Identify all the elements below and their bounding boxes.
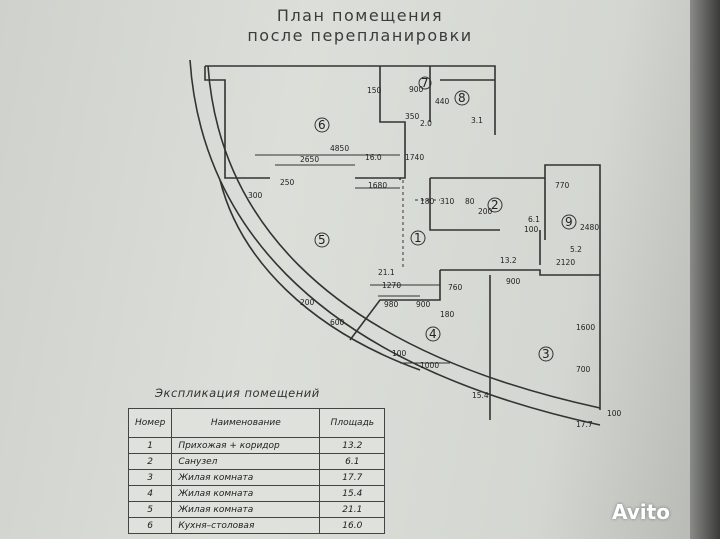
dim-label: 17.7 <box>576 420 593 429</box>
dim-label: 3.1 <box>471 116 483 125</box>
dim-label: 1270 <box>382 281 401 290</box>
dim-label: 16.0 <box>365 153 382 162</box>
dimension-labels: 150 900 350 2.0 440 3.1 4850 2650 16.0 1… <box>248 85 622 429</box>
dim-label: 2480 <box>580 223 599 232</box>
dim-label: 100 <box>524 225 539 234</box>
dim-label: 900 <box>416 300 431 309</box>
dim-label: 180 <box>440 310 455 319</box>
dim-label: 1600 <box>576 323 595 332</box>
dim-label: 440 <box>435 97 450 106</box>
dim-label: 600 <box>330 318 345 327</box>
room-number-labels: 1 2 3 4 5 6 7 8 9 <box>314 76 577 362</box>
dim-label: 700 <box>576 365 591 374</box>
dim-label: 100 <box>607 409 622 418</box>
dim-label: 760 <box>448 283 463 292</box>
dim-label: 80 <box>465 197 475 206</box>
dim-label: 770 <box>555 181 570 190</box>
dim-label: 180 <box>420 197 435 206</box>
photo-edge <box>690 0 720 539</box>
dim-label: 150 <box>367 86 382 95</box>
dim-label: 4850 <box>330 144 349 153</box>
room-9: 9 <box>565 215 573 229</box>
dimension-lines <box>255 154 450 364</box>
dim-label: 350 <box>405 112 420 121</box>
dim-label: 250 <box>280 178 295 187</box>
dim-label: 6.1 <box>528 215 540 224</box>
table-header-row: Номер Наименование Площадь <box>127 408 386 438</box>
dim-label: 13.2 <box>500 256 517 265</box>
room-1: 1 <box>414 231 422 245</box>
dim-label: 2650 <box>300 155 319 164</box>
room-2: 2 <box>491 198 499 212</box>
room-6: 6 <box>318 118 326 132</box>
plan-title-line2: после перепланировки <box>247 26 473 45</box>
dim-label: 5.2 <box>570 245 582 254</box>
header-number: Номер <box>127 408 173 438</box>
header-area: Площадь <box>319 408 386 438</box>
walls <box>189 59 601 426</box>
dim-label: 15.4 <box>472 391 489 400</box>
dim-label: 310 <box>440 197 455 206</box>
plan-title-line1: План помещения <box>276 6 444 25</box>
dim-label: 900 <box>409 85 424 94</box>
dim-label: 100 <box>392 349 407 358</box>
explication-title: Экспликация помещений <box>155 386 320 400</box>
room-8: 8 <box>458 91 466 105</box>
header-name: Наименование <box>171 408 321 438</box>
room-4: 4 <box>429 327 437 341</box>
dim-label: 980 <box>384 300 399 309</box>
dim-label: 200 <box>300 298 315 307</box>
dim-label: 900 <box>506 277 521 286</box>
room-7: 7 <box>421 76 429 90</box>
dim-label: 2.0 <box>420 119 432 128</box>
dim-label: 1680 <box>368 181 387 190</box>
avito-watermark: Avito <box>612 500 670 524</box>
dim-label: 200 <box>478 207 493 216</box>
dim-label: 21.1 <box>378 268 395 277</box>
room-3: 3 <box>542 347 550 361</box>
dim-label: 1000 <box>420 361 439 370</box>
dim-label: 2120 <box>556 258 575 267</box>
room-5: 5 <box>318 233 326 247</box>
dim-label: 1740 <box>405 153 424 162</box>
dim-label: 300 <box>248 191 263 200</box>
